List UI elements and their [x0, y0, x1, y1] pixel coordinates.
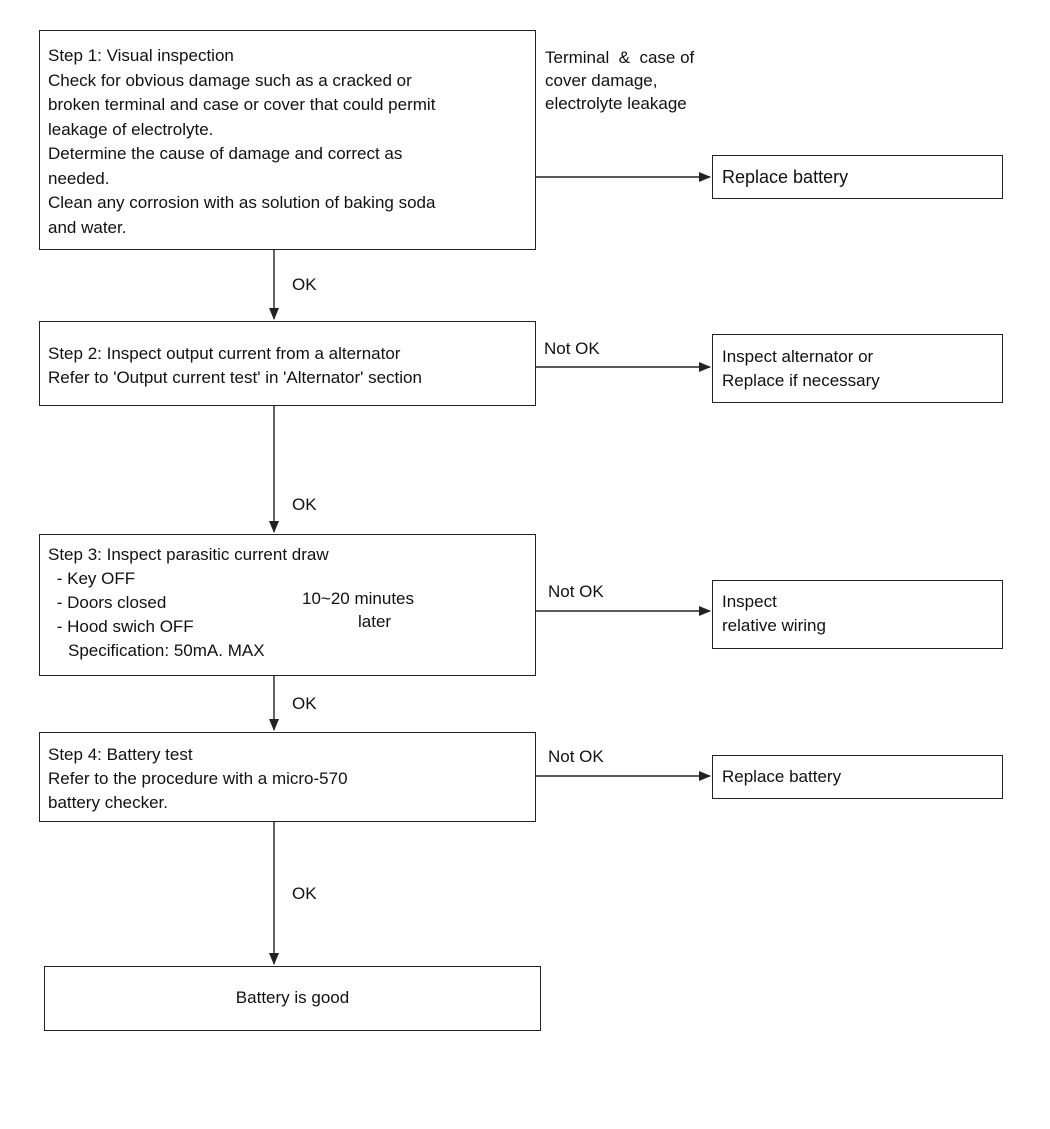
- step2-box: [39, 321, 536, 406]
- step3-condition-item: - Hood swich OFF: [52, 617, 194, 636]
- step3-specification: Specification: 50mA. MAX: [68, 641, 265, 660]
- step1-text-line: leakage of electrolyte.: [48, 119, 214, 139]
- step1-text-line: Clean any corrosion with as solution of …: [48, 193, 436, 212]
- step1-box: [39, 30, 536, 250]
- step3-title: Step 3: Inspect parasitic current draw: [48, 545, 329, 564]
- result-inspect-wiring-label: Inspect: [722, 592, 777, 611]
- step4-box: [39, 732, 536, 822]
- final-result-label: Battery is good: [235, 988, 350, 1007]
- final-result-box: [44, 966, 541, 1031]
- step1-text-line: Determine the cause of damage and correc…: [48, 144, 403, 163]
- result-replace-battery-2: [712, 755, 1003, 799]
- step1-title: Step 1: Visual inspection: [48, 46, 234, 65]
- step3-timing: 10~20 minutes: [302, 589, 414, 608]
- step1-text-line: and water.: [48, 217, 127, 237]
- step4-fail-label: Not OK: [548, 747, 604, 766]
- result-inspect-alternator-label: Replace if necessary: [722, 371, 880, 390]
- step3-condition-item: - Key OFF: [52, 569, 136, 588]
- step2-title: Step 2: Inspect output current from a al…: [48, 344, 401, 363]
- step1-fail-condition: cover damage,: [545, 71, 658, 90]
- step1-fail-condition: Terminal & case of: [545, 48, 695, 67]
- step3-condition-item: - Doors closed: [52, 593, 167, 612]
- step3-pass-label: OK: [292, 694, 317, 713]
- step4-text-line: Refer to the procedure with a micro-570: [48, 769, 348, 788]
- step2-fail-label: Not OK: [544, 339, 600, 358]
- step3-fail-label: Not OK: [548, 582, 604, 601]
- step3-box: [39, 534, 536, 676]
- step4-text-line: battery checker.: [48, 793, 169, 812]
- step1-text-line: Check for obvious damage such as a crack…: [48, 70, 412, 90]
- result-replace-battery-1: [712, 155, 1003, 199]
- step1-fail-condition: electrolyte leakage: [545, 94, 687, 113]
- step1-text-line: needed.: [48, 168, 110, 188]
- result-replace-battery-1-label: Replace battery: [722, 167, 849, 187]
- step4-pass-label: OK: [292, 884, 317, 903]
- step2-text-line: Refer to 'Output current test' in 'Alter…: [48, 368, 422, 387]
- result-inspect-alternator-label: Inspect alternator or: [722, 347, 874, 366]
- step4-title: Step 4: Battery test: [48, 745, 193, 764]
- result-inspect-wiring: [712, 580, 1003, 649]
- result-inspect-wiring-label: relative wiring: [722, 616, 826, 635]
- step3-timing: later: [358, 612, 392, 631]
- step2-pass-label: OK: [292, 495, 317, 514]
- step1-text-line: broken terminal and case or cover that c…: [48, 95, 436, 114]
- result-replace-battery-2-label: Replace battery: [722, 767, 842, 786]
- result-inspect-alternator: [712, 334, 1003, 403]
- step1-pass-label: OK: [292, 275, 317, 294]
